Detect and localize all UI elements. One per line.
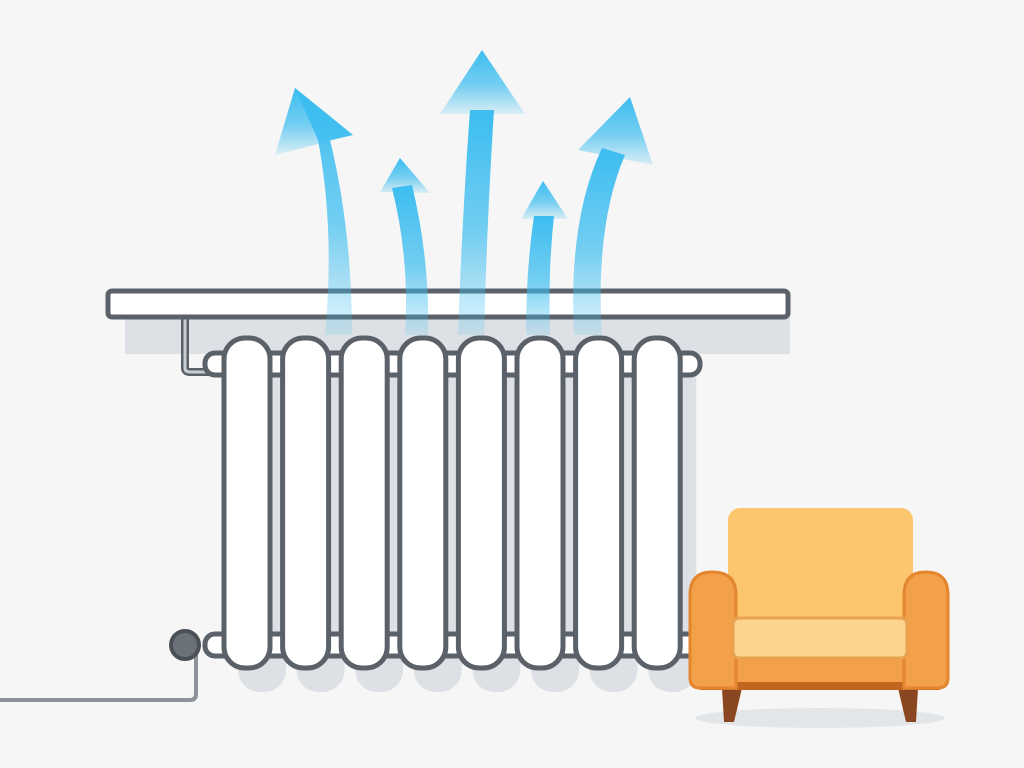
heat-arrow-icon — [440, 50, 525, 114]
heat-arrow-icon — [295, 88, 353, 335]
radiator-column — [514, 335, 566, 671]
chair-arm-right — [902, 570, 950, 690]
chair-trim — [700, 682, 940, 690]
chair-back — [728, 508, 913, 628]
chair-shadow — [695, 708, 945, 728]
radiator-column — [280, 335, 332, 671]
chair-arm-left — [688, 570, 738, 690]
chair-cushion — [731, 616, 909, 660]
valve-icon — [169, 629, 201, 661]
heat-arrow-icon — [526, 216, 554, 335]
radiator-column — [455, 335, 507, 671]
chair-leg — [898, 688, 918, 722]
radiator-column — [221, 335, 273, 671]
armchair-icon — [688, 508, 950, 728]
heat-arrow-icon — [578, 97, 653, 165]
heat-arrow-icon — [380, 158, 430, 193]
heat-arrow-icon — [392, 185, 429, 335]
radiator-columns — [221, 335, 683, 671]
radiator-column — [573, 335, 625, 671]
pipe-icon — [183, 316, 225, 374]
chair-leg — [722, 688, 742, 722]
radiator-column — [397, 335, 449, 671]
radiator-bottom-bar — [202, 631, 703, 659]
heat-arrow-icon — [521, 181, 568, 219]
shelf — [105, 288, 791, 320]
heat-arrow-icon — [573, 148, 625, 335]
heat-arrows — [275, 50, 653, 335]
radiator-column — [631, 335, 683, 671]
radiator-top-bar — [202, 350, 703, 378]
pipe-icon — [0, 650, 198, 702]
heat-arrow-icon — [275, 88, 353, 155]
heat-arrow-icon — [458, 110, 494, 335]
chair-base — [700, 650, 940, 690]
radiator-column — [338, 335, 390, 671]
